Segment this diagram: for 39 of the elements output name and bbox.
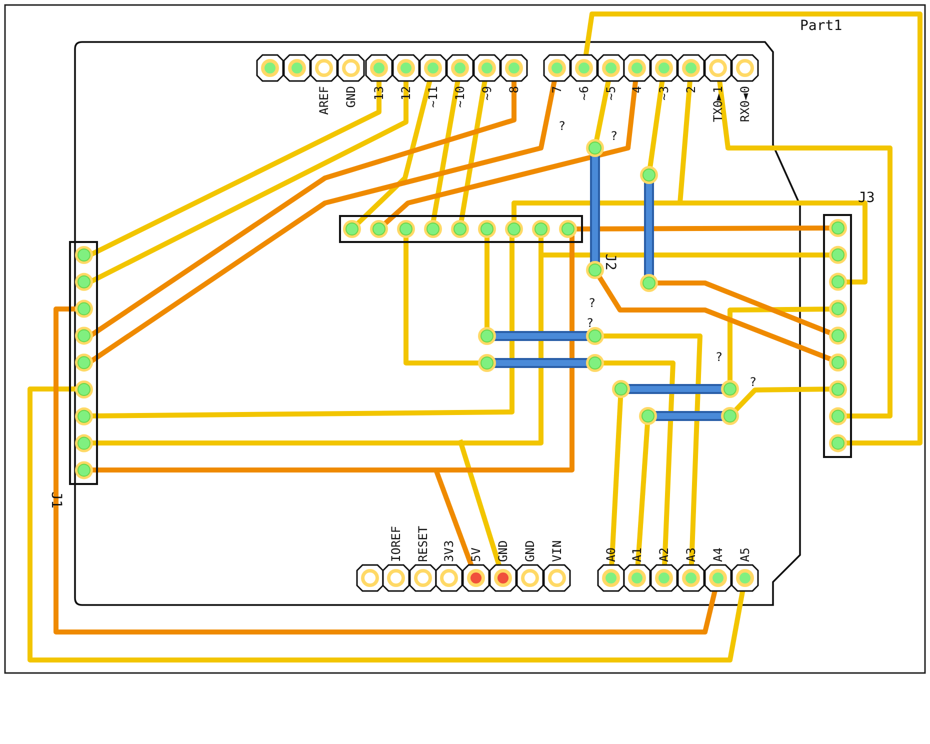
- question-mark: ?: [588, 296, 596, 310]
- pin-label: A0: [604, 548, 618, 562]
- pin-label: RX0◄0: [738, 86, 752, 122]
- pin-label: 12: [399, 86, 413, 100]
- pin-label: AREF: [317, 86, 331, 115]
- question-mark: ?: [610, 129, 618, 143]
- pin-label: A5: [738, 548, 752, 562]
- pin-label: IOREF: [389, 526, 403, 562]
- pin-label: GND: [523, 540, 537, 562]
- question-mark: ?: [558, 119, 566, 133]
- pin-label: GND: [496, 540, 510, 562]
- pin-label: TX0►1: [711, 86, 725, 122]
- pin-label: GND: [344, 86, 358, 108]
- pin-label: A4: [711, 548, 725, 562]
- pin-label: 4: [630, 86, 644, 94]
- pin-label: ~11: [426, 86, 440, 108]
- question-mark: ?: [586, 316, 594, 330]
- pin-label: VIN: [550, 540, 564, 562]
- pin-label: 2: [684, 86, 698, 94]
- pin-label: ~9: [480, 86, 494, 100]
- pin-label: ~10: [453, 86, 467, 108]
- pin-label: A2: [657, 548, 671, 562]
- pin-label: 8: [507, 86, 521, 94]
- part-label: Part1: [800, 18, 842, 34]
- part-label: J1: [48, 492, 64, 508]
- pin-label: 5V: [469, 548, 483, 562]
- pin-label: ~3: [657, 86, 671, 100]
- question-mark: ?: [715, 350, 723, 364]
- pin-label: 13: [372, 86, 386, 100]
- pin-label: A3: [684, 548, 698, 562]
- part-label: J3: [858, 190, 875, 206]
- pin-label: RESET: [416, 526, 430, 562]
- part-label: J2: [602, 254, 618, 270]
- pin-label: 3V3: [442, 540, 456, 562]
- pin-label: 7: [550, 86, 564, 94]
- pin-label: A1: [630, 548, 644, 562]
- pin-label: ~5: [604, 86, 618, 100]
- pin-label: ~6: [577, 86, 591, 100]
- question-mark: ?: [749, 375, 757, 389]
